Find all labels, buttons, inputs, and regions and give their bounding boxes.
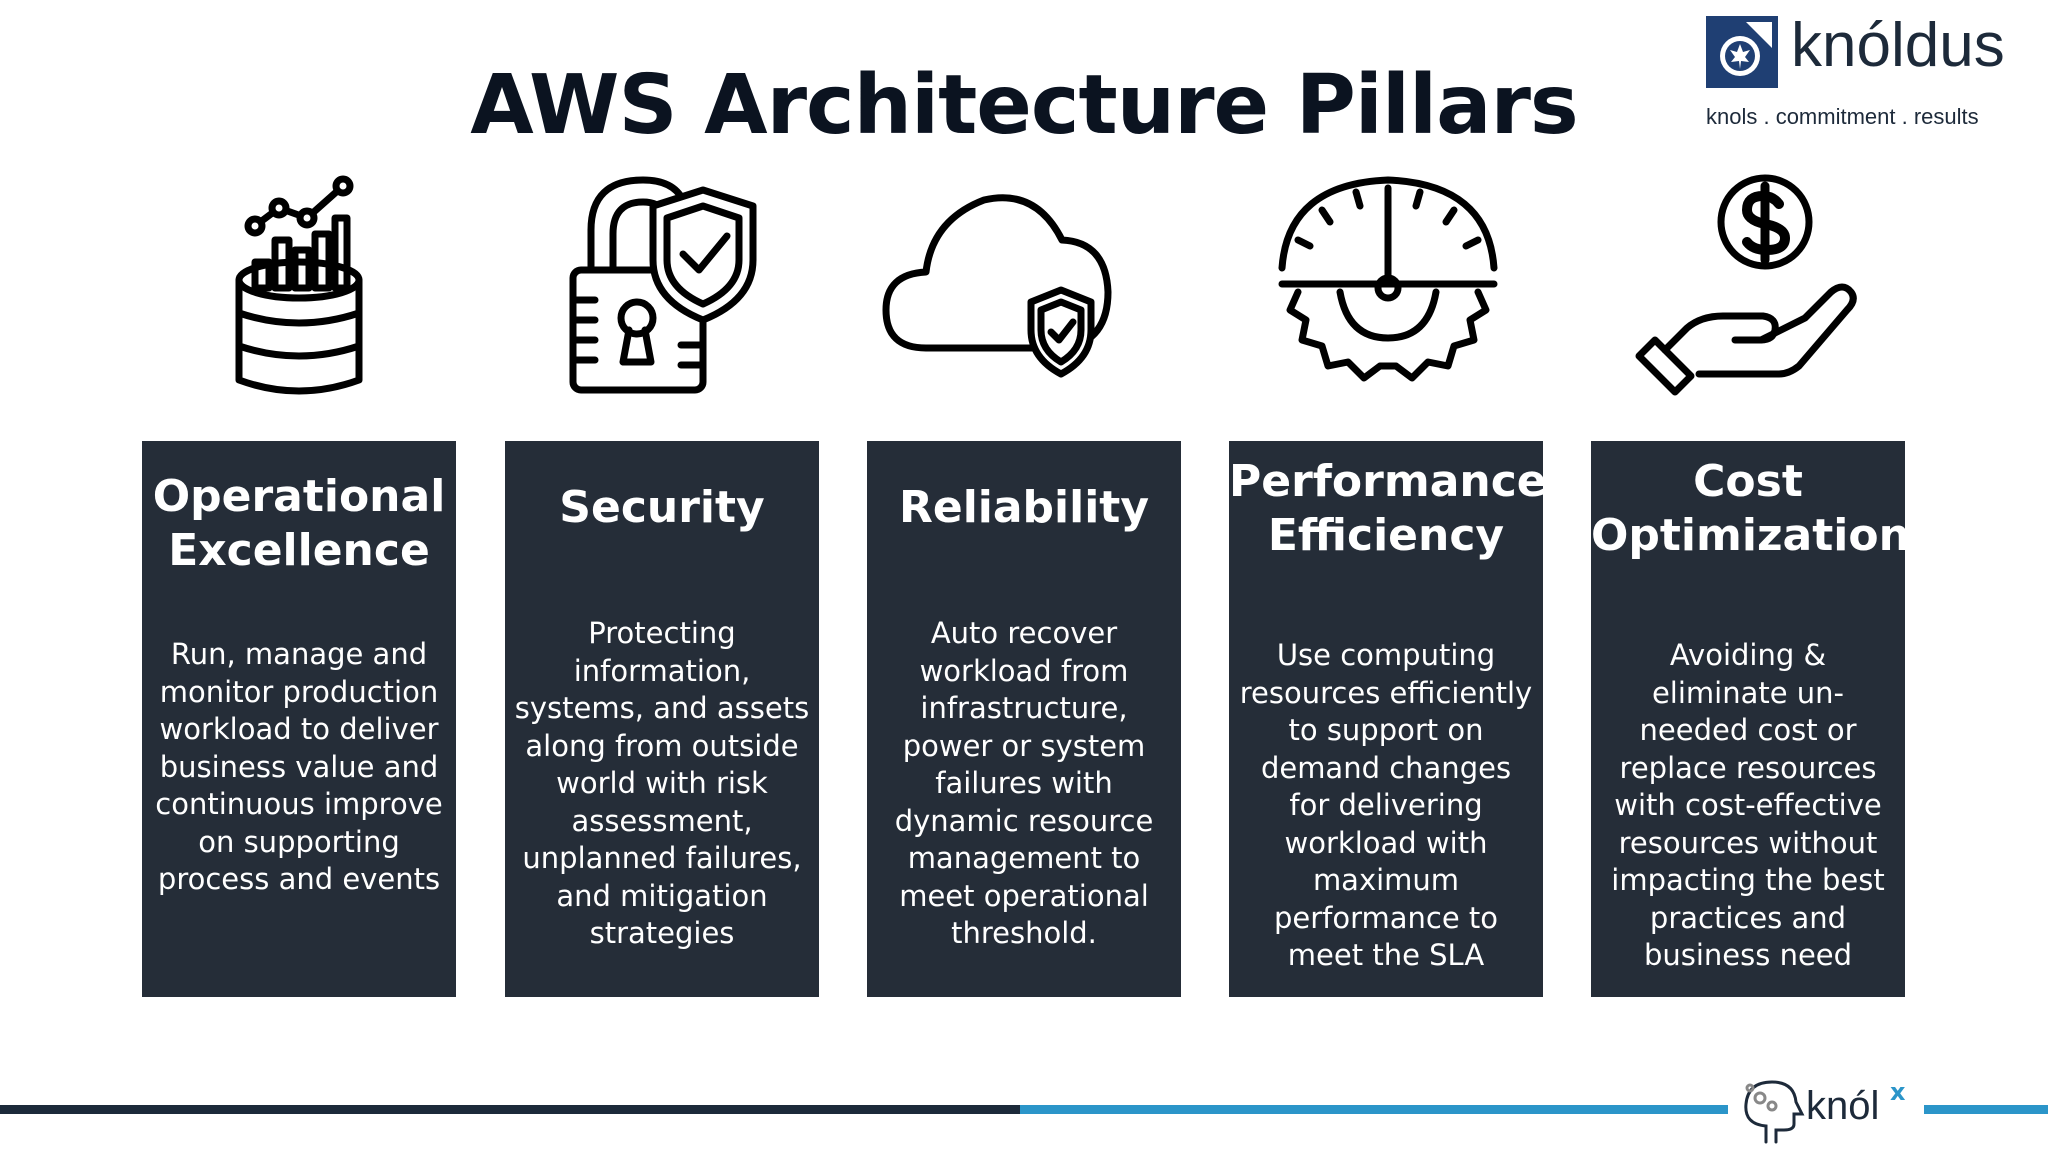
- pillar-title: Operational Excellence: [152, 471, 446, 576]
- lock-shield-icon: [543, 170, 783, 410]
- pillar-card-cost-optimization: Cost Optimization Avoiding & eliminate u…: [1591, 441, 1910, 997]
- pillar-description: Use computing resources efficiently to s…: [1239, 638, 1533, 972]
- hand-dollar-icon: [1629, 170, 1869, 410]
- database-chart-icon: [179, 170, 419, 410]
- pillar-description: Auto recover workload from infrastructur…: [894, 616, 1154, 950]
- knolx-head-icon: [1744, 1080, 1805, 1144]
- pillar-card-performance-efficiency: Performance Efficiency Use computing res…: [1229, 441, 1547, 997]
- knoldus-logo-name: knóldus: [1791, 11, 2005, 80]
- knolx-logo: knól x: [1728, 1062, 1924, 1152]
- pillar-title: Security: [559, 482, 765, 533]
- footer-bar-light: [1020, 1105, 2048, 1114]
- pillar-description: Avoiding & eliminate un-needed cost or r…: [1611, 638, 1885, 972]
- pillar-title: Reliability: [898, 482, 1150, 533]
- knolx-logo-text: knól: [1806, 1084, 1880, 1128]
- pillar-title: Performance Efficiency: [1229, 456, 1547, 561]
- gauge-gear-icon: [1268, 170, 1508, 410]
- cloud-shield-icon: [876, 170, 1116, 410]
- pillar-description: Protecting information, systems, and ass…: [514, 616, 810, 950]
- pillar-description: Run, manage and monitor production workl…: [155, 637, 443, 896]
- pillar-card-reliability: Reliability Auto recover workload from i…: [867, 441, 1181, 997]
- knoldus-logo-icon: [1706, 16, 1778, 88]
- knolx-logo-sup: x: [1890, 1078, 1906, 1106]
- pillar-card-operational-excellence: Operational Excellence Run, manage and m…: [142, 441, 456, 997]
- footer-bar-dark: [0, 1105, 1020, 1114]
- pillar-card-security: Security Protecting information, systems…: [505, 441, 819, 997]
- knoldus-logo-tagline: knols . commitment . results: [1706, 104, 1979, 129]
- slide-title: AWS Architecture Pillars: [470, 58, 1578, 153]
- knoldus-logo: knóldus knols . commitment . results: [1706, 11, 2026, 129]
- pillar-title: Cost Optimization: [1591, 456, 1910, 561]
